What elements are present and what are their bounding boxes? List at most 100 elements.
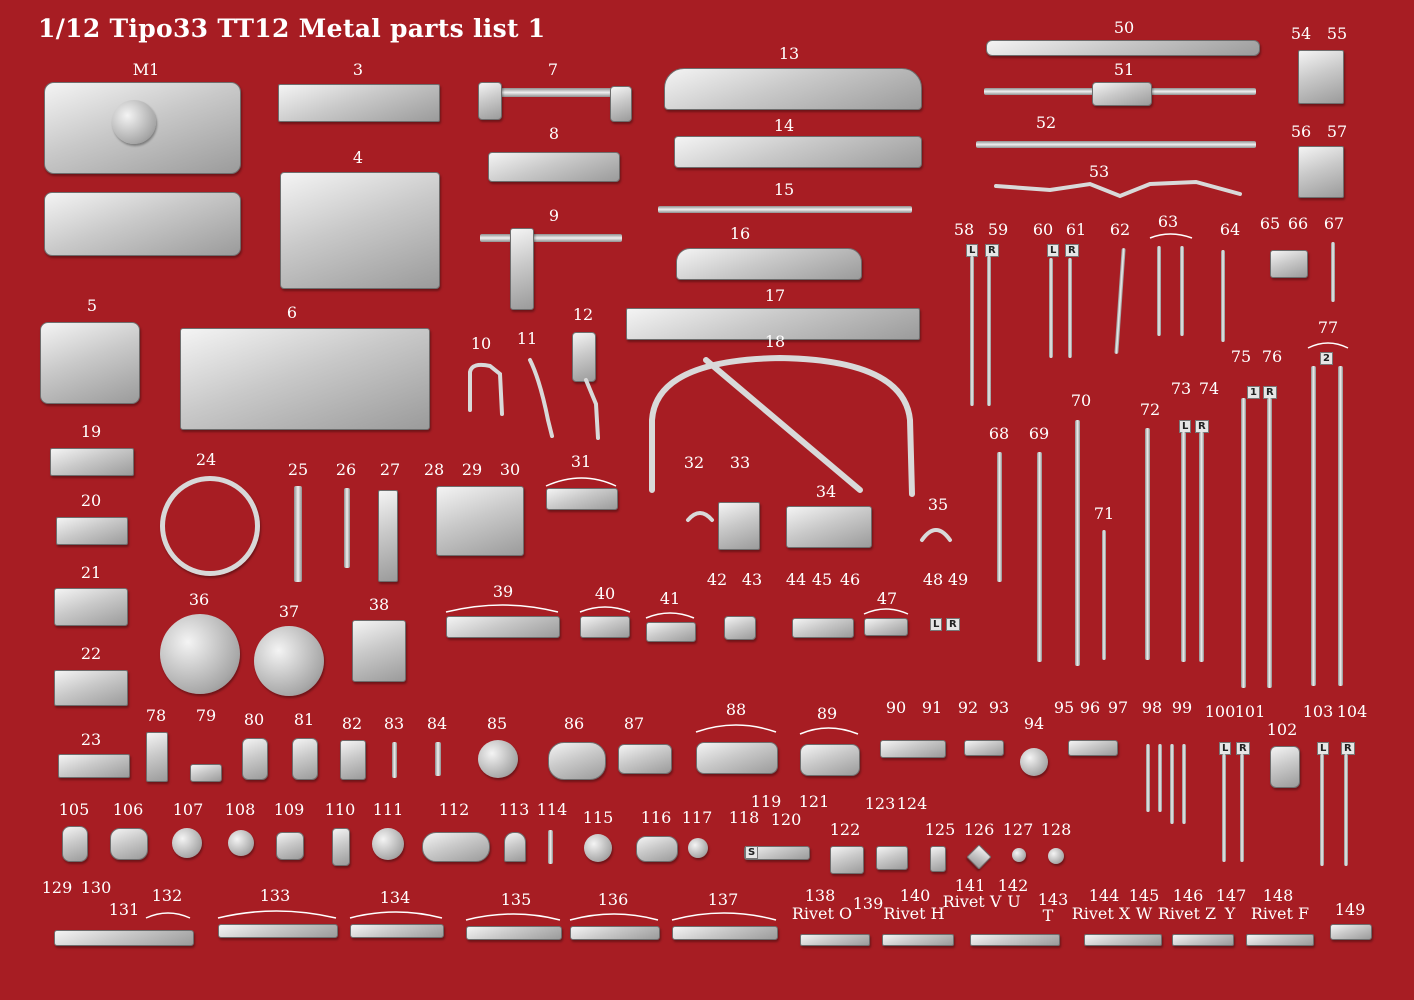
part-5-gearbox: [40, 322, 140, 404]
part-label-57: 57: [1326, 122, 1348, 141]
part-label-28: 28: [423, 460, 445, 479]
arc-137: [671, 912, 777, 921]
part-label-37: 37: [278, 602, 300, 621]
part-label-91: 91: [921, 698, 943, 717]
part-16-dashboard: [676, 248, 862, 280]
rivet-f-sprue: [1246, 934, 1314, 946]
part-21-box: [54, 588, 128, 626]
part-label-112: 112: [438, 800, 470, 819]
part-27-bracket: [378, 490, 398, 582]
part-label-8: 8: [548, 124, 560, 143]
part-label-62: 62: [1109, 220, 1131, 239]
arc-89: [799, 727, 859, 735]
part-label-10: 10: [470, 334, 492, 353]
part-104-rod: [1344, 754, 1348, 866]
part-label-32: 32: [683, 453, 705, 472]
part-label-18: 18: [764, 332, 786, 351]
arc-134: [349, 911, 443, 919]
part-label-94: 94: [1023, 714, 1045, 733]
part-58-rod: [970, 256, 974, 406]
part-83-pin: [392, 742, 397, 778]
part-87-gears: [618, 744, 672, 774]
part-label-m1: M1: [132, 60, 160, 79]
part-label-140: 140: [899, 886, 931, 905]
part-label-69: 69: [1028, 424, 1050, 443]
part-118-121-sprue: [744, 846, 810, 860]
part-36-fan: [160, 614, 240, 694]
part-label-80: 80: [243, 710, 265, 729]
part-label-22: 22: [80, 644, 102, 663]
part-label-125: 125: [924, 820, 956, 839]
part-label-4: 4: [352, 148, 364, 167]
part-label-82: 82: [341, 714, 363, 733]
part-label-40: 40: [594, 584, 616, 603]
arc-40: [579, 606, 631, 613]
part-label-31: 31: [570, 452, 592, 471]
part-label-75: 75: [1230, 347, 1252, 366]
arc-135: [465, 913, 561, 921]
part-115-pump: [584, 834, 612, 862]
arc-132: [145, 912, 191, 919]
part-label-141: 141: [954, 876, 986, 895]
part-69-rod: [1037, 452, 1042, 662]
arc-63: [1149, 233, 1193, 239]
part-70-rod: [1075, 420, 1080, 666]
part-81-cylinder: [292, 738, 318, 780]
tag-r-61: R: [1065, 244, 1079, 257]
part-label-41: 41: [659, 589, 681, 608]
part-105-elbow: [62, 826, 88, 862]
part-39-sprue: [446, 616, 560, 638]
rivet-f-label: Rivet F: [1250, 904, 1310, 923]
part-33-plate: [718, 502, 760, 550]
part-label-117: 117: [681, 808, 713, 827]
part-label-81: 81: [293, 710, 315, 729]
part-label-59: 59: [987, 220, 1009, 239]
part-108-ring: [228, 830, 254, 856]
part-40-sprue: [580, 616, 630, 638]
tag-r-101: R: [1236, 742, 1250, 755]
part-label-30: 30: [499, 460, 521, 479]
part-label-95: 95: [1053, 698, 1075, 717]
part-label-45: 45: [811, 570, 833, 589]
arc-133: [217, 910, 337, 919]
part-134-sprue: [350, 924, 444, 938]
rivet-y-label: Y: [1224, 904, 1236, 923]
part-13-bulkhead: [664, 68, 922, 110]
part-73-rod: [1181, 432, 1186, 662]
part-label-96: 96: [1079, 698, 1101, 717]
part-label-92: 92: [957, 698, 979, 717]
part-label-14: 14: [773, 116, 795, 135]
part-75-rod: [1241, 398, 1246, 688]
part-52-bar: [976, 141, 1256, 148]
part-label-54: 54: [1290, 24, 1312, 43]
rivet-v-label: Rivet V: [942, 892, 1002, 911]
part-38-box: [352, 620, 406, 682]
part-59-rod: [987, 256, 991, 406]
part-label-111: 111: [372, 800, 404, 819]
arc-39: [445, 604, 559, 613]
part-label-149: 149: [1334, 900, 1366, 919]
part-37-flywheel: [254, 626, 324, 696]
rivet-w-label: W: [1135, 904, 1153, 923]
part-111-gear: [372, 828, 404, 860]
part-63-rod-b: [1180, 246, 1184, 336]
part-label-47: 47: [876, 589, 898, 608]
part-label-71: 71: [1093, 504, 1115, 523]
part-74-rod: [1199, 432, 1204, 662]
part-20-plate: [56, 517, 128, 545]
part-label-126: 126: [963, 820, 995, 839]
part-47-sprue: [864, 618, 908, 636]
part-label-119: 119: [750, 792, 782, 811]
part-label-46: 46: [839, 570, 861, 589]
part-label-139: 139: [852, 894, 884, 913]
part-label-87: 87: [623, 714, 645, 733]
part-label-39: 39: [492, 582, 514, 601]
part-15-rail: [658, 206, 912, 213]
part-label-122: 122: [829, 820, 861, 839]
part-label-29: 29: [461, 460, 483, 479]
part-102-clip: [1270, 746, 1300, 788]
tag-l-60: L: [1047, 244, 1060, 257]
part-label-136: 136: [597, 890, 629, 909]
part-label-128: 128: [1040, 820, 1072, 839]
part-51-plate: [1092, 82, 1152, 106]
